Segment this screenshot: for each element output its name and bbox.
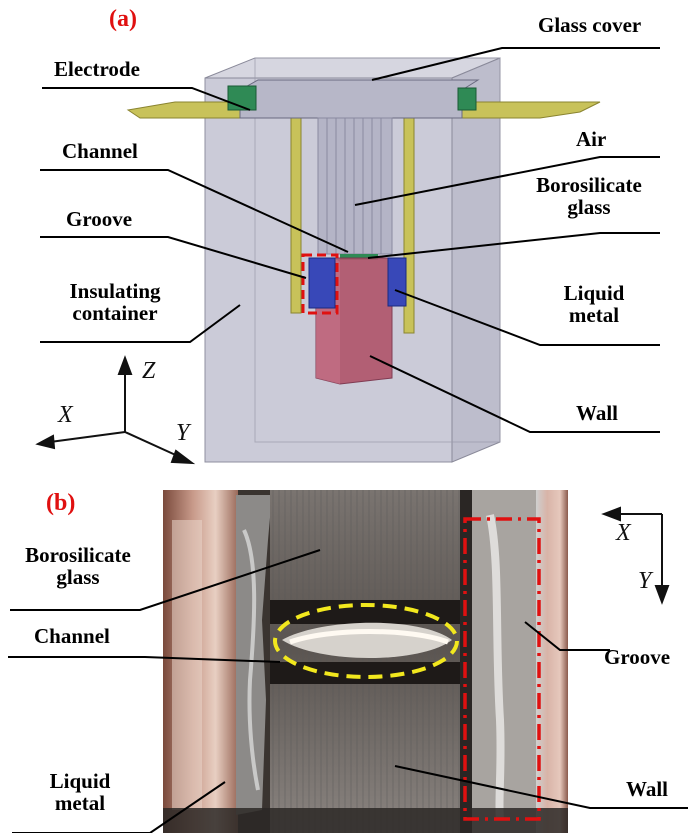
label-borosilicate-b: Borosilicate glass (8, 544, 148, 588)
label-borosilicate-b-line2: glass (56, 565, 100, 590)
panel-a-schematic (35, 47, 660, 465)
label-insulating-container: Insulating container (40, 280, 190, 324)
axis-x-label-b: X (616, 520, 631, 546)
panel-b-leaders (8, 549, 688, 833)
electrode-leg-left (290, 114, 302, 314)
groove-highlight-b (463, 517, 541, 821)
label-wall-a: Wall (576, 401, 619, 425)
label-liquid-metal-a-line2: metal (568, 303, 620, 328)
label-liquid-metal-a-line1: Liquid (563, 281, 625, 305)
label-air: Air (576, 127, 607, 151)
liquid-metal-left (308, 257, 336, 309)
axis-z-label-a: Z (142, 358, 156, 384)
label-borosilicate-a-line2: glass (567, 195, 611, 220)
borosilicate-glass-fins (317, 117, 393, 255)
label-liquid-metal-b-line1: Liquid (49, 769, 111, 793)
channel-slab (340, 254, 378, 260)
label-liquid-metal-b: Liquid metal (30, 770, 130, 814)
panel-a-tag: (a) (109, 6, 137, 32)
axis-x-label-a: X (58, 402, 73, 428)
liquid-metal-right (387, 257, 407, 307)
label-liquid-metal-a: Liquid metal (544, 282, 644, 326)
groove-highlight (301, 253, 339, 315)
axis-y-label-a: Y (176, 420, 190, 446)
label-insulating-line1: Insulating (69, 279, 161, 303)
label-wall-b: Wall (626, 777, 669, 801)
panel-b-tag: (b) (46, 490, 76, 516)
label-groove-a: Groove (66, 207, 133, 231)
label-insulating-line2: container (72, 301, 158, 326)
label-channel-b: Channel (34, 624, 110, 648)
label-electrode: Electrode (54, 57, 140, 81)
panel-b-photo (8, 490, 688, 833)
insulating-container-side (451, 57, 501, 463)
insulating-container-top (204, 57, 501, 79)
channel-ellipse (273, 603, 459, 679)
label-borosilicate-a-line1: Borosilicate (536, 173, 642, 197)
label-glass-cover: Glass cover (538, 13, 642, 37)
panel-a-axes (35, 355, 196, 465)
label-liquid-metal-b-line2: metal (54, 791, 106, 816)
glass-cover (239, 79, 480, 119)
label-borosilicate-b-line1: Borosilicate (25, 543, 131, 567)
panel-b-axes (601, 506, 670, 605)
axis-y-label-b: Y (638, 568, 652, 594)
panel-a-leaders (40, 47, 660, 433)
label-groove-b: Groove (604, 645, 671, 669)
label-channel-a: Channel (62, 139, 138, 163)
label-borosilicate-a: Borosilicate glass (524, 174, 654, 218)
